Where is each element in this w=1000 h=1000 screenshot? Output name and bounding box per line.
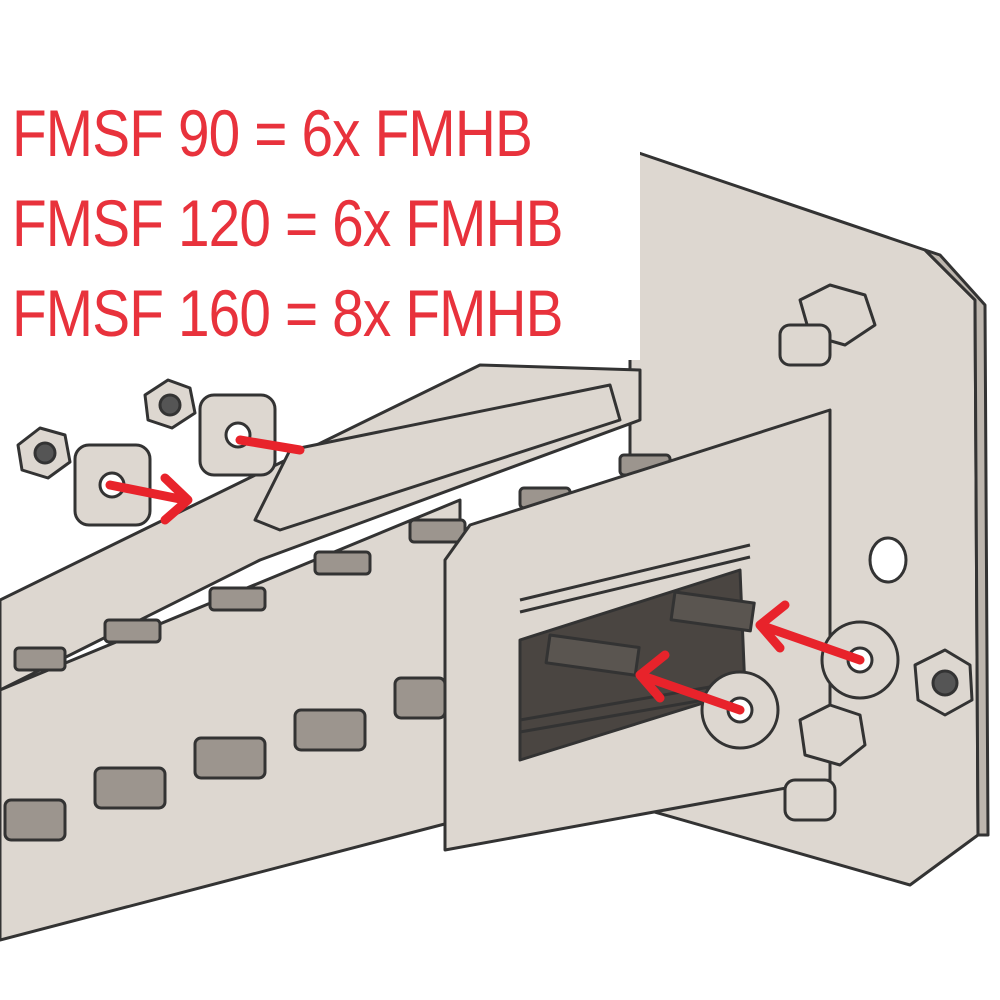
bolt <box>778 323 832 367</box>
back-flange <box>253 383 622 532</box>
annotation-background <box>0 92 640 360</box>
slot-hole <box>868 536 908 584</box>
arrow-icon <box>755 600 865 665</box>
nut <box>798 703 867 767</box>
annotation-line-fmsf120: FMSF 120 = 6x FMHB <box>12 186 564 260</box>
threaded-rod <box>669 590 756 633</box>
base-plate-edge <box>923 248 990 837</box>
arrow-icon <box>235 435 305 455</box>
threaded-rod <box>544 633 641 677</box>
insertion-arrows <box>105 435 865 715</box>
annotation-line-fmsf90: FMSF 90 = 6x FMHB <box>12 96 533 170</box>
channel-slots <box>3 453 672 842</box>
bolt <box>783 778 837 822</box>
arrow-icon <box>105 473 193 525</box>
annotation-line-fmsf160: FMSF 160 = 8x FMHB <box>12 276 564 350</box>
arrow-icon <box>635 650 745 715</box>
